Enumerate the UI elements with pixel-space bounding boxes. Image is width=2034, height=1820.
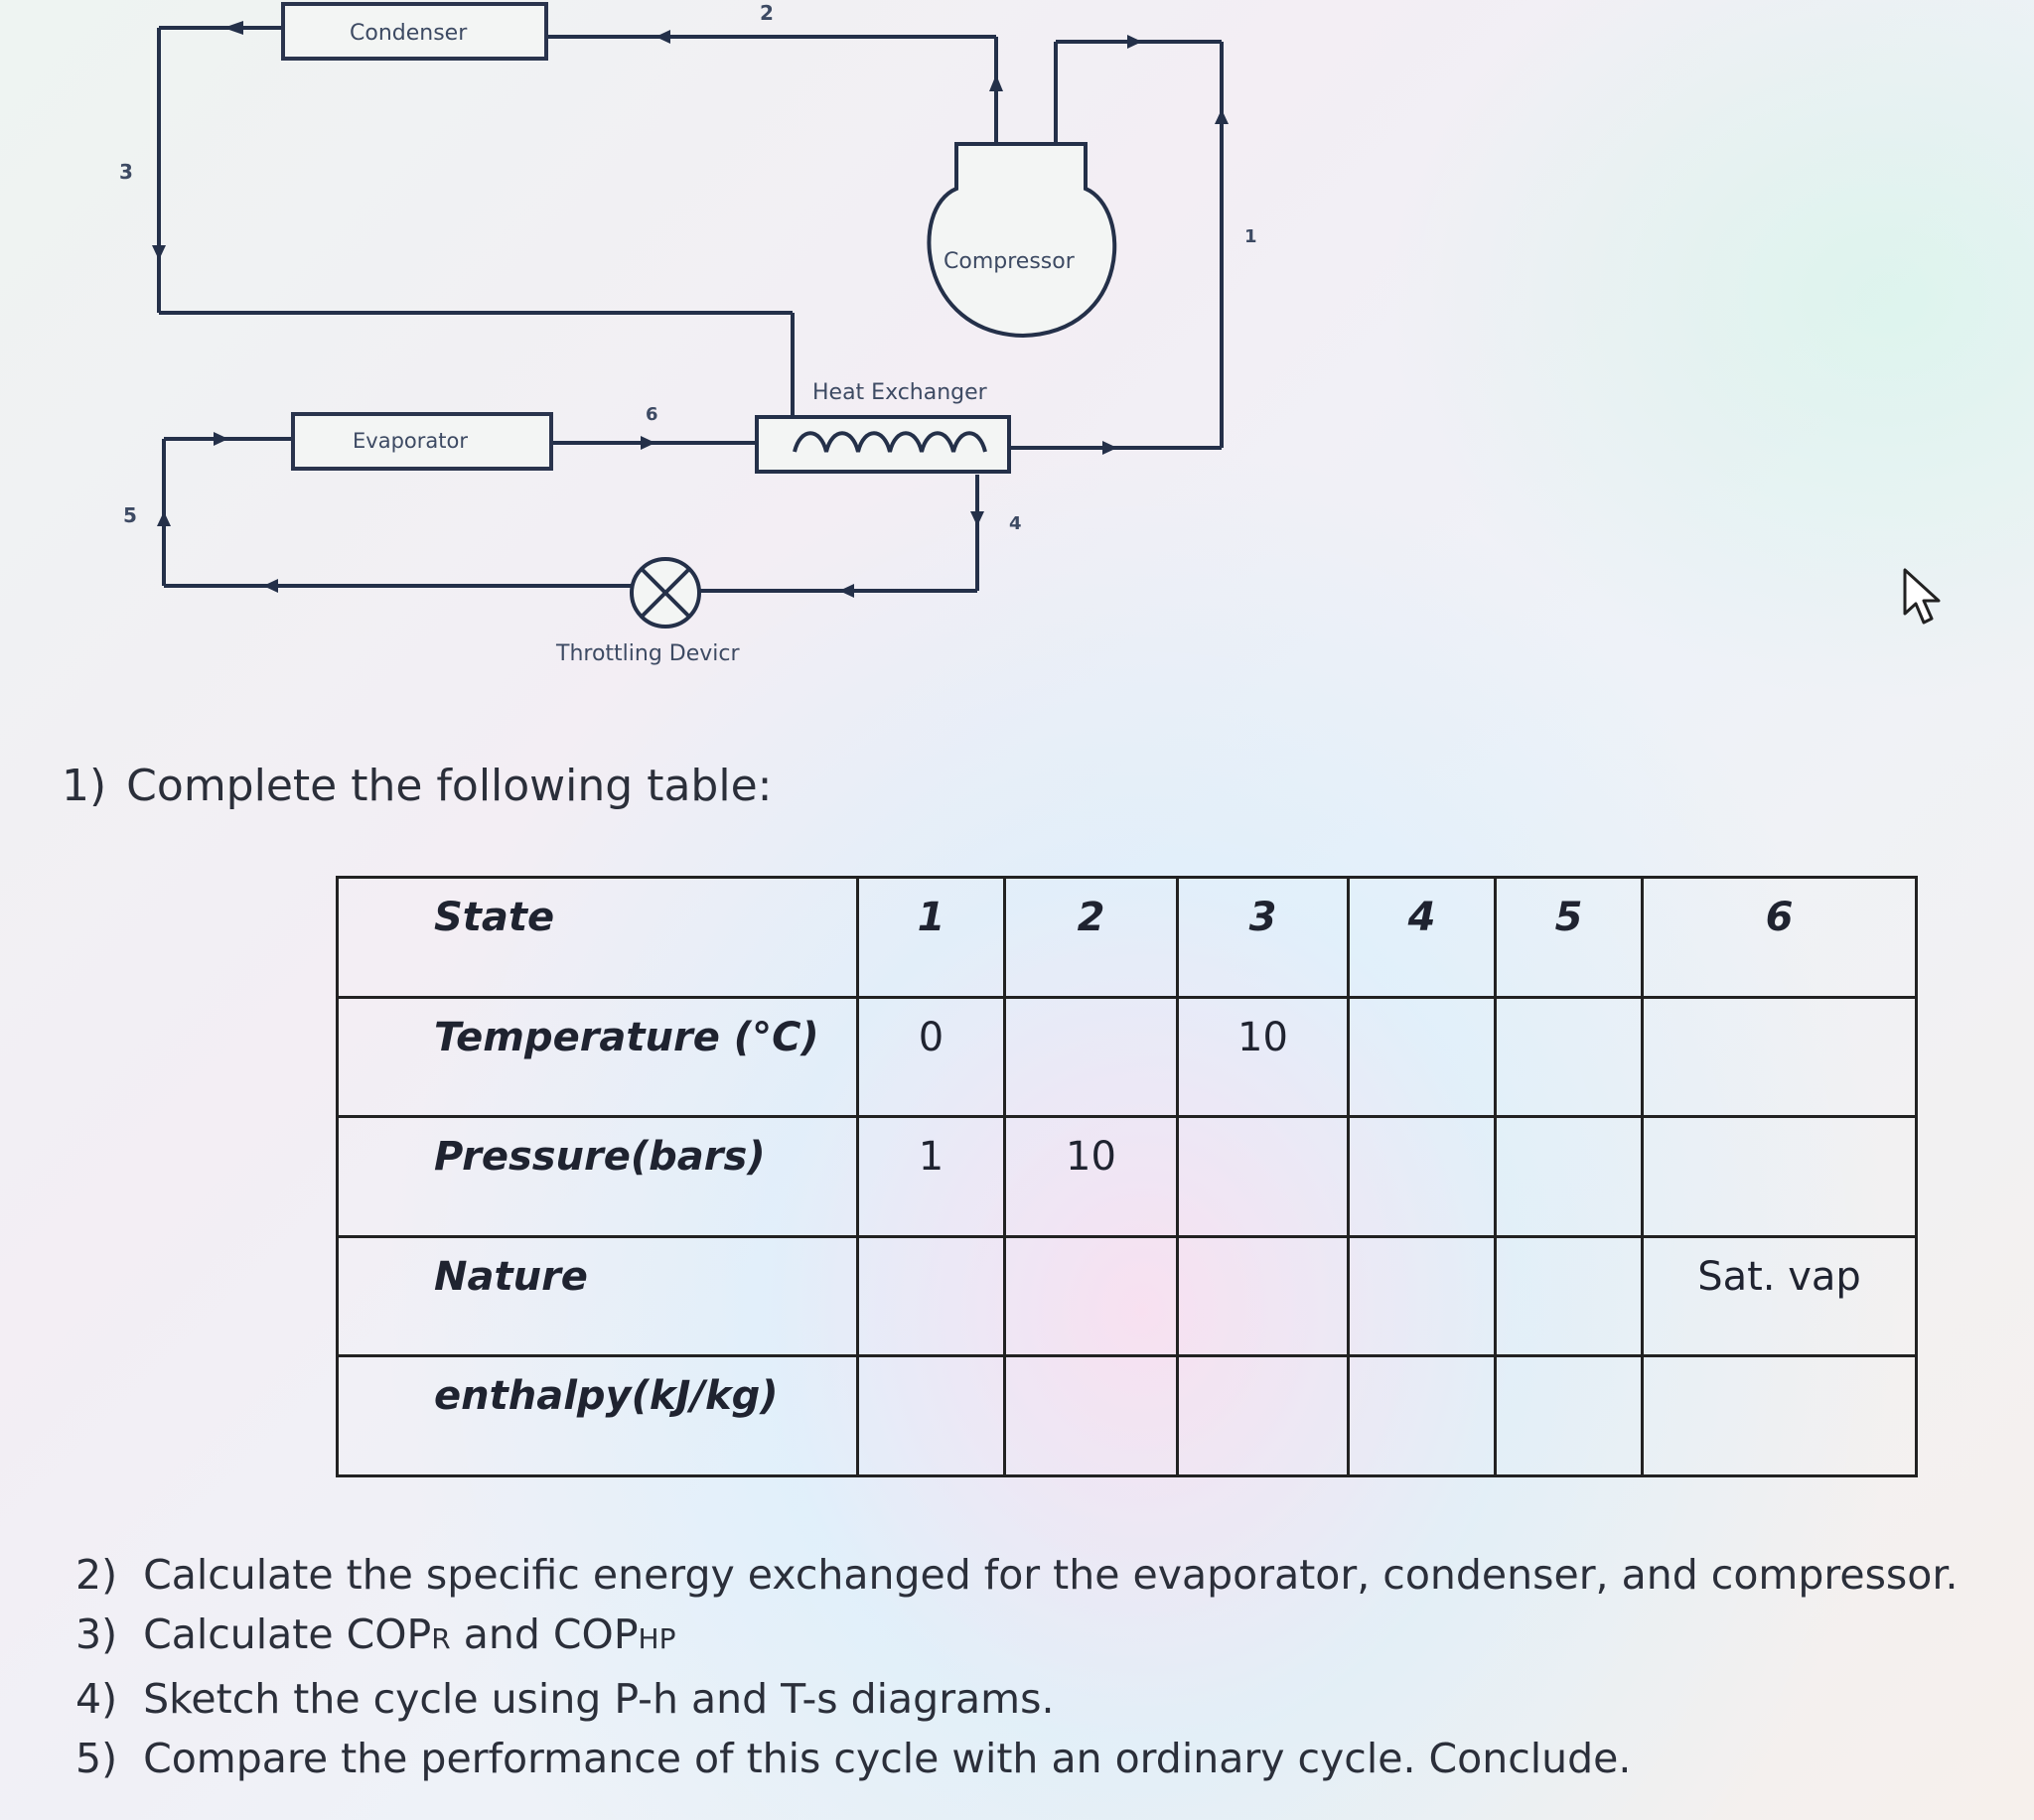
table-row-temperature: Temperature (°C) 0 10 — [336, 995, 1918, 1119]
table-cell — [1347, 1354, 1497, 1477]
heat-exchanger-box — [755, 415, 1011, 474]
question-3: 3) Calculate COPR and COPHP — [75, 1605, 1959, 1669]
table-cell — [1641, 1115, 1918, 1238]
question-2: 2) Calculate the specific energy exchang… — [75, 1545, 1959, 1605]
throttling-valve-icon — [630, 557, 701, 629]
state-label-3: 3 — [119, 160, 133, 184]
table-cell — [1494, 1115, 1644, 1238]
state-label-2: 2 — [760, 1, 774, 25]
table-cell — [1494, 995, 1644, 1119]
condenser-box — [281, 2, 548, 61]
heat-exchanger-coil-icon — [793, 431, 987, 453]
table-header-cell: 5 — [1494, 876, 1644, 999]
table-row-pressure: Pressure(bars) 1 10 — [336, 1115, 1918, 1238]
state-label-6: 6 — [646, 404, 658, 425]
state-label-1: 1 — [1244, 226, 1257, 247]
table-cell — [1347, 1234, 1497, 1358]
table-header-cell: 3 — [1176, 876, 1350, 999]
row-label-nature: Nature — [336, 1234, 859, 1358]
question-number: 4) — [75, 1675, 118, 1723]
cop-r-subscript: R — [431, 1622, 451, 1655]
state-label-4: 4 — [1009, 513, 1022, 534]
table-cell — [1641, 995, 1918, 1119]
table-cell: 1 — [856, 1115, 1006, 1238]
evaporator-box — [291, 412, 553, 471]
compressor-label: Compressor — [944, 249, 1076, 274]
cop-prefix: Calculate COP — [143, 1610, 432, 1658]
table-cell: 10 — [1003, 1115, 1179, 1238]
table-cell — [1494, 1354, 1644, 1477]
question-5: 5) Compare the performance of this cycle… — [75, 1729, 1959, 1788]
table-header-label: State — [336, 876, 859, 999]
table-cell — [856, 1234, 1006, 1358]
table-cell — [1003, 1234, 1179, 1358]
cop-middle: and COP — [450, 1610, 639, 1658]
table-cell — [1494, 1234, 1644, 1358]
question-4: 4) Sketch the cycle using P-h and T-s di… — [75, 1669, 1959, 1729]
compressor-body — [927, 142, 1117, 339]
table-cell — [1003, 1354, 1179, 1477]
refrigeration-cycle-diagram: Condenser Compressor Heat Exchanger Evap… — [119, 1, 1257, 666]
table-cell — [1176, 1354, 1350, 1477]
table-header-cell: 2 — [1003, 876, 1179, 999]
table-cell — [1641, 1354, 1918, 1477]
question-1-text: Complete the following table: — [126, 761, 773, 811]
table-header-cell: 1 — [856, 876, 1006, 999]
evaporator-label: Evaporator — [353, 429, 468, 453]
table-cell — [1347, 995, 1497, 1119]
table-header-row: State 1 2 3 4 5 6 — [336, 876, 1918, 999]
table-cell: 0 — [856, 995, 1006, 1119]
question-number: 2) — [75, 1551, 118, 1599]
table-header-cell: 4 — [1347, 876, 1497, 999]
table-cell: 10 — [1176, 995, 1350, 1119]
table-header-cell: 6 — [1641, 876, 1918, 999]
questions-list: 2) Calculate the specific energy exchang… — [75, 1545, 1959, 1788]
row-label-enthalpy: enthalpy(kJ/kg) — [336, 1354, 859, 1477]
question-text: Sketch the cycle using P-h and T-s diagr… — [143, 1675, 1055, 1723]
throttling-device-label: Throttling Devicr — [555, 641, 740, 666]
question-text: Compare the performance of this cycle wi… — [143, 1735, 1632, 1782]
state-properties-table: State 1 2 3 4 5 6 Temperature (°C) 0 10 … — [336, 876, 1918, 1477]
question-text: Calculate the specific energy exchanged … — [143, 1551, 1959, 1599]
table-cell — [1176, 1115, 1350, 1238]
table-row-nature: Nature Sat. vap — [336, 1234, 1918, 1358]
heat-exchanger-label: Heat Exchanger — [812, 380, 988, 405]
table-cell — [1003, 995, 1179, 1119]
state-label-5: 5 — [123, 503, 137, 527]
mouse-pointer-icon — [1903, 568, 1941, 625]
question-text: Calculate COPR and COPHP — [143, 1605, 675, 1669]
question-number: 3) — [75, 1610, 118, 1658]
question-1: 1) Complete the following table: — [62, 761, 772, 811]
table-cell — [856, 1354, 1006, 1477]
condenser-label: Condenser — [350, 21, 468, 46]
table-cell — [1347, 1115, 1497, 1238]
table-cell: Sat. vap — [1641, 1234, 1918, 1358]
table-row-enthalpy: enthalpy(kJ/kg) — [336, 1354, 1918, 1477]
row-label-temperature: Temperature (°C) — [336, 995, 859, 1119]
question-number: 5) — [75, 1735, 118, 1782]
table-cell — [1176, 1234, 1350, 1358]
cop-hp-subscript: HP — [638, 1622, 676, 1655]
row-label-pressure: Pressure(bars) — [336, 1115, 859, 1238]
question-1-number: 1) — [62, 761, 107, 811]
